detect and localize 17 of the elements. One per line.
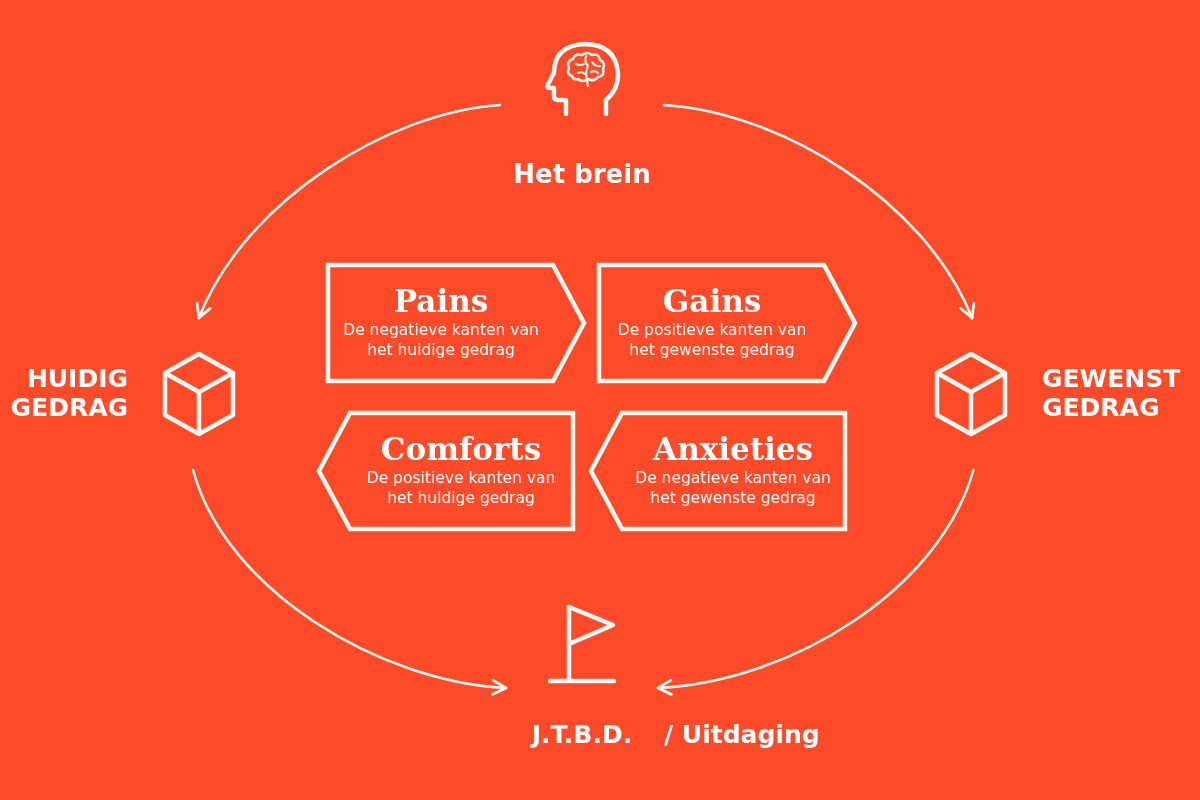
curved-arrow: [191, 468, 508, 695]
card-description: De positieve kanten van het huldige gedrag: [365, 467, 557, 508]
behavior-label: GEWENST GEDRAG: [1042, 365, 1182, 423]
curved-arrow: [656, 468, 975, 696]
curved-arrow: [196, 103, 502, 320]
heading-label: Het brein: [513, 158, 651, 190]
card-description: De negatieve kanten van het gewenste gedrag: [634, 467, 832, 508]
goal-label: J.T.B.D.: [531, 720, 633, 750]
card-title: Pains: [393, 284, 489, 320]
card-title: Gains: [662, 284, 762, 320]
goal-label: / Uitdaging: [664, 720, 820, 750]
card-description: De negatieve kanten van het huidige gedrag: [342, 319, 540, 360]
behavior-label: HUIDIG GEDRAG: [9, 365, 128, 423]
card-description: De positieve kanten van het gewenste gedrag: [616, 319, 808, 360]
card-title: Anxieties: [653, 432, 813, 468]
card-title: Comforts: [380, 432, 542, 468]
curved-arrow: [662, 103, 975, 320]
